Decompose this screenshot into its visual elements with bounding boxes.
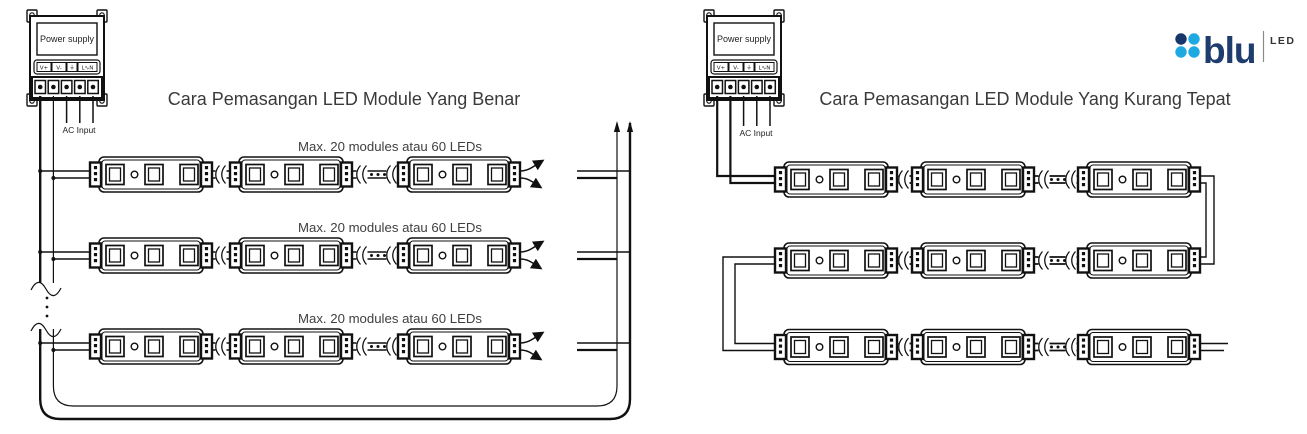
right-diagram-title: Cara Pemasangan LED Module Yang Kurang T… [819, 89, 1230, 109]
row-limit-label: Max. 20 modules atau 60 LEDs [298, 311, 482, 326]
logo-dots-icon [1175, 33, 1200, 58]
left-diagram: AC Input Max. 20 modules atau 60 LEDs [26, 9, 634, 421]
up-arrow-icon [626, 121, 634, 132]
bus-break-mark [30, 281, 62, 338]
left-loop-wires [722, 256, 775, 352]
ac-input-label: AC Input [62, 125, 96, 135]
up-arrow-icon [613, 121, 621, 132]
module-row [38, 329, 630, 364]
dc-bus-loop [30, 96, 634, 421]
module-row [38, 157, 630, 192]
row-limit-label: Max. 20 modules atau 60 LEDs [298, 139, 482, 154]
right-diagram: AC Input Cara Pemasangan LED Module Yang… [703, 9, 1231, 365]
module-row [775, 162, 1200, 197]
ac-input-wires [742, 96, 771, 126]
left-diagram-title: Cara Pemasangan LED Module Yang Benar [168, 89, 521, 109]
power-supply [26, 9, 108, 107]
row-end-stubs [1200, 342, 1228, 352]
module-row [775, 330, 1200, 365]
power-supply [703, 9, 785, 107]
module-row [775, 243, 1200, 278]
right-loop-wires [1200, 175, 1215, 265]
row-limit-label: Max. 20 modules atau 60 LEDs [298, 220, 482, 235]
ac-input-wires [65, 96, 94, 123]
blu-led-logo: blu LED [1175, 30, 1296, 71]
logo-product-text: LED [1270, 35, 1296, 47]
logo-brand-text: blu [1203, 30, 1255, 71]
module-row [38, 238, 630, 273]
dc-feed-wires [716, 96, 775, 185]
ac-input-label: AC Input [739, 128, 773, 138]
